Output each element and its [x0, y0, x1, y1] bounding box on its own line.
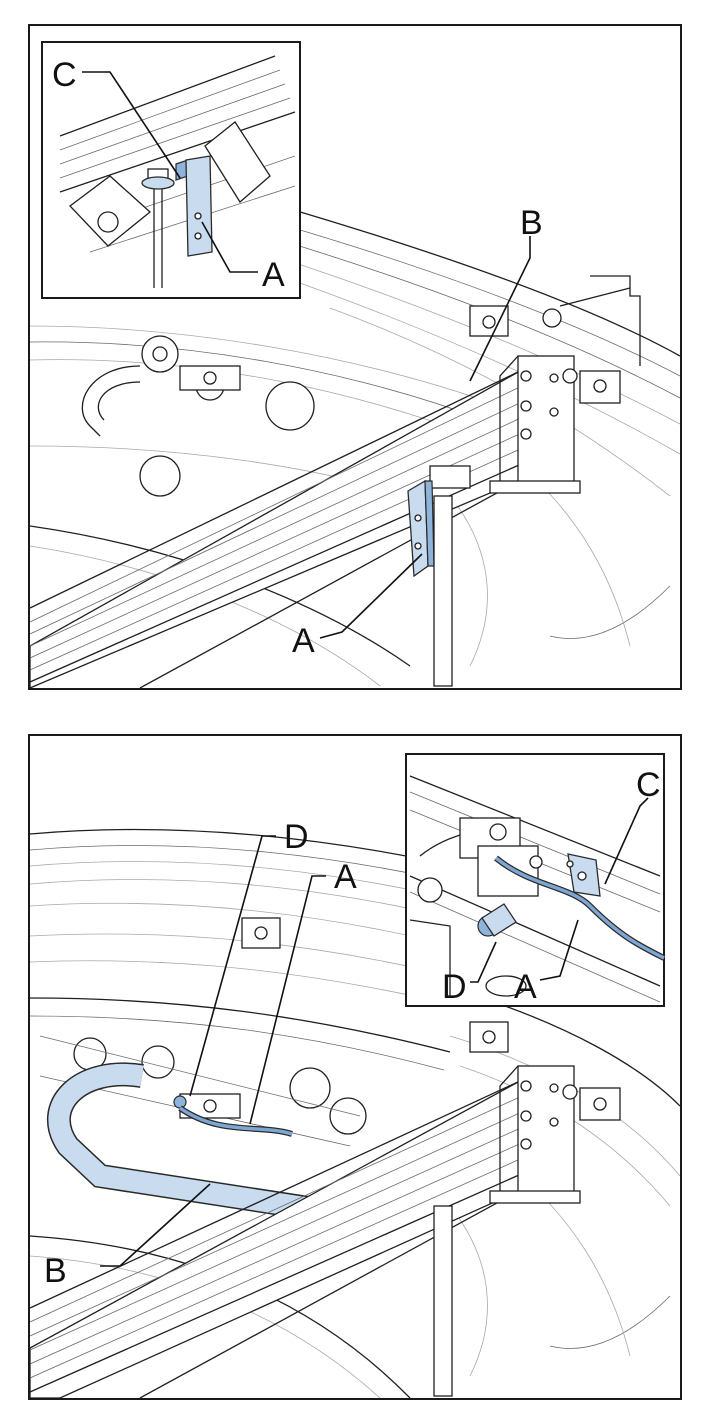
figure-bottom-drawing: C A D D A B	[30, 753, 680, 1398]
inset-detail-bottom	[405, 753, 666, 1007]
callout-a-inset: A	[262, 256, 285, 294]
callout-d-inset: D	[442, 968, 467, 1006]
profile-beam	[30, 1065, 581, 1398]
figure-bottom-panel: C A D D A B	[28, 734, 682, 1400]
figure-top-panel: C A B A	[28, 24, 682, 690]
rail-clamp-upper	[241, 917, 281, 949]
callout-b: B	[520, 204, 543, 242]
callout-a-main: A	[292, 622, 315, 660]
connector-d	[173, 1093, 293, 1137]
callout-d-main: D	[284, 818, 309, 856]
cable-carrier-b	[46, 1062, 362, 1228]
bracket-a-main	[407, 465, 471, 687]
callout-a-inset: A	[514, 968, 537, 1006]
inset-detail-top	[41, 41, 301, 299]
rail-clamps	[469, 305, 621, 404]
callout-b: B	[44, 1252, 67, 1290]
callout-c-inset: C	[52, 56, 77, 94]
leader-lines	[82, 71, 531, 639]
callout-c-inset: C	[636, 766, 661, 804]
figure-top-drawing: C A B A	[30, 41, 680, 688]
leader-lines	[100, 797, 649, 1267]
rail-clamps	[469, 1021, 621, 1121]
callout-a-main: A	[334, 858, 357, 896]
cable-carrier	[81, 335, 315, 497]
